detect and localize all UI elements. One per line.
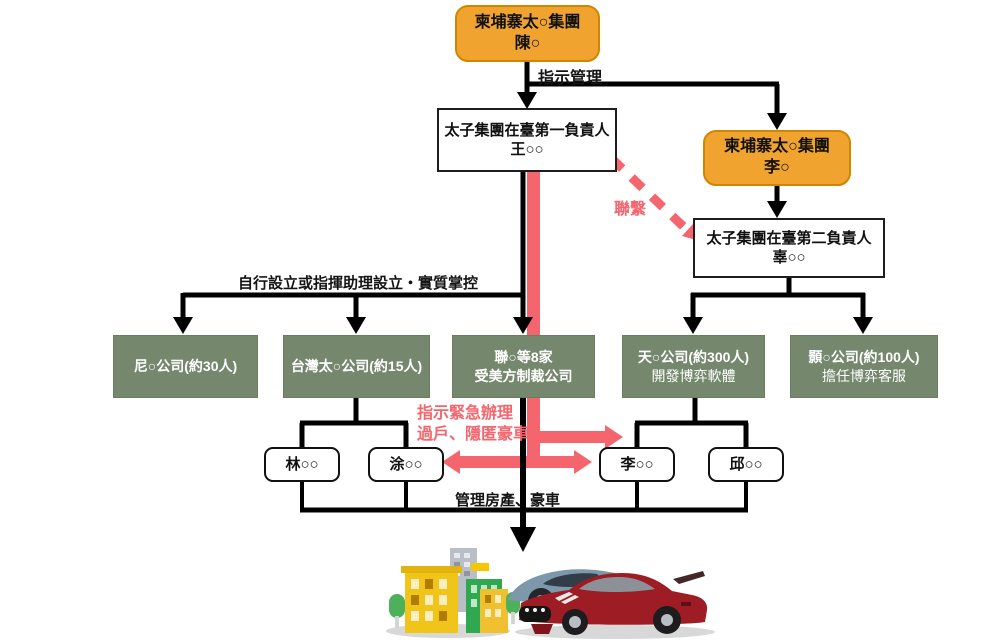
manage-assets-edge-label: 管理房產、豪車 [455,492,561,509]
node-line1: 太子集團在臺第一負責人 [444,121,610,139]
node-line1: 尼○公司(約30人) [133,358,238,375]
node-line1: 顥○公司(約100人) [808,349,920,366]
black-connectors [173,58,873,552]
node-line1: 柬埔寨太○集團 [474,13,581,31]
node-company-tian: 天○公司(約300人) 開發博弈軟體 [622,335,765,398]
node-assistant-li: 李○○ [599,447,675,482]
assets-illustration [386,548,715,639]
node-cambodia-group-li: 柬埔寨太○集團 李○ [703,130,851,186]
urgent-transfer-edge-label: 指示緊急辦理 過戶、隱匿豪車 [417,403,529,445]
node-line2: 擔任博弈客服 [822,367,906,384]
node-cambodia-group-chen: 柬埔寨太○集團 陳○ [455,5,600,62]
contact-edge-label: 聯繫 [614,201,647,218]
node-assistant-tu: 涂○○ [368,447,444,482]
assistant-name: 李○○ [620,455,654,473]
node-line2: 陳○ [514,34,541,52]
node-line2: 受美方制裁公司 [474,367,573,384]
assistant-name: 邱○○ [729,455,763,473]
node-line2: 辜○○ [772,249,806,266]
node-company-lian-sanctioned: 聯○等8家 受美方制裁公司 [452,335,595,398]
node-line1: 柬埔寨太○集團 [724,138,830,156]
node-line2: 王○○ [510,141,544,158]
node-line1: 太子集團在臺第二負責人 [706,229,872,247]
node-second-leader-gu: 太子集團在臺第二負責人 辜○○ [693,218,885,278]
node-company-ni: 尼○公司(約30人) [113,335,258,398]
node-line1: 聯○等8家 [494,349,553,366]
node-line1: 台灣太○公司(約15人) [290,358,423,375]
node-line2: 開發博弈軟體 [651,367,736,384]
node-assistant-lin: 林○○ [264,447,340,482]
buildings-icon [386,548,520,638]
sports-cars-icon [508,569,715,639]
urgent-line1: 指示緊急辦理 [417,405,514,422]
node-first-leader-wang: 太子集團在臺第一負責人 王○○ [437,108,617,172]
setup-edge-label: 自行設立或指揮助理設立・實質掌控 [238,275,479,292]
assistant-name: 林○○ [285,455,319,473]
node-line1: 天○公司(約300人) [637,349,750,366]
node-line2: 李○ [764,159,790,176]
assistant-name: 涂○○ [389,455,423,473]
manage-edge-label: 指示管理 [538,70,603,87]
node-company-taiwan-tai: 台灣太○公司(約15人) [283,335,430,398]
urgent-line2: 過戶、隱匿豪車 [417,426,530,443]
node-company-hao: 顥○公司(約100人) 擔任博弈客服 [790,335,938,398]
node-assistant-qiu: 邱○○ [708,447,784,482]
